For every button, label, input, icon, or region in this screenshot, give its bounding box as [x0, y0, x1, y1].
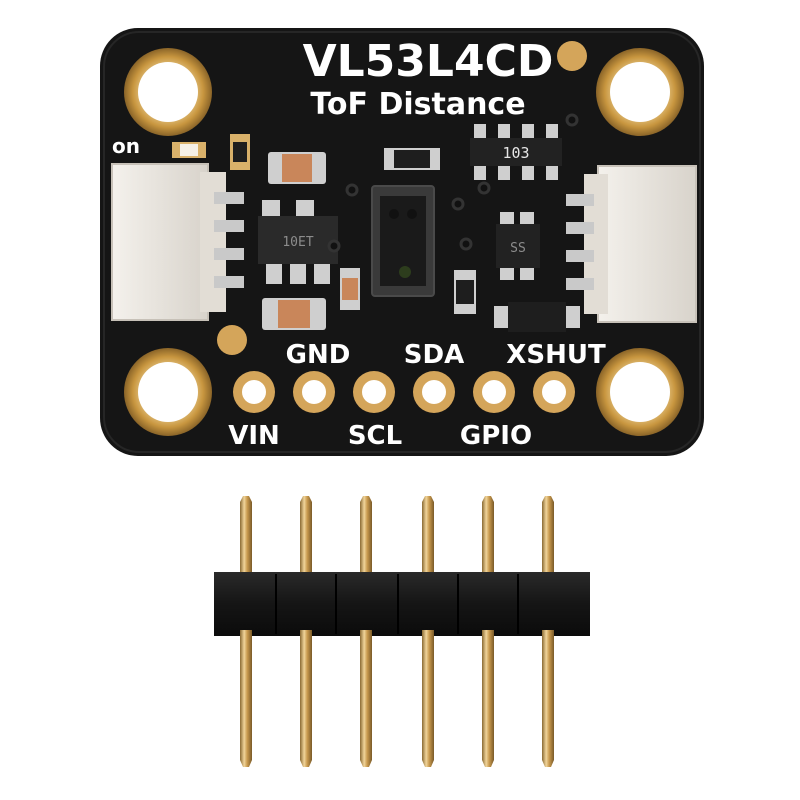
header-pin-top — [240, 496, 252, 580]
resistor — [454, 270, 476, 314]
resistor-array: 103 — [470, 124, 562, 180]
regulator-marking: 10ET — [282, 235, 313, 250]
stemma-qt-connector-right — [566, 165, 697, 323]
fiducial-pad — [557, 41, 587, 71]
header-pin-top — [422, 496, 434, 580]
level-shifter-chip: SS — [496, 212, 540, 280]
header-plastic-body — [214, 572, 590, 636]
mounting-hole-top-right — [596, 48, 684, 136]
header-pin-bottom — [300, 630, 312, 767]
resistor — [384, 148, 440, 170]
header-pin-bottom — [482, 630, 494, 767]
resistor-array-marking: 103 — [502, 144, 529, 162]
capacitor — [268, 152, 326, 184]
pin-pad-hole — [542, 380, 566, 404]
pin-pad-hole — [422, 380, 446, 404]
header-pin-bottom — [240, 630, 252, 767]
transistor-marking: SS — [510, 241, 526, 256]
header-pin-top — [542, 496, 554, 580]
pin-header — [214, 496, 590, 767]
board-title: VL53L4CD — [303, 36, 554, 87]
pin-pad-hole — [362, 380, 386, 404]
fiducial-pad — [217, 325, 247, 355]
mounting-hole-bottom-right — [596, 348, 684, 436]
mounting-hole-top-left — [124, 48, 212, 136]
stemma-qt-connector-left — [111, 163, 244, 321]
capacitor — [340, 268, 360, 310]
pin-label-vin: VIN — [228, 421, 280, 451]
header-pin-top — [360, 496, 372, 580]
pin-label-scl: SCL — [348, 421, 402, 451]
header-pin-bottom — [542, 630, 554, 767]
board-subtitle: ToF Distance — [310, 87, 525, 122]
power-led-label: on — [112, 134, 140, 158]
header-pin-top — [482, 496, 494, 580]
header-pin-top — [300, 496, 312, 580]
pin-pad-hole — [242, 380, 266, 404]
header-pin-bottom — [422, 630, 434, 767]
resistor — [230, 134, 250, 170]
capacitor — [262, 298, 326, 330]
pin-label-gnd: GND — [286, 340, 351, 370]
header-pads — [233, 371, 575, 413]
header-pin-bottom — [360, 630, 372, 767]
voltage-regulator: 10ET — [258, 200, 338, 284]
pin-label-sda: SDA — [404, 340, 464, 370]
vias — [327, 113, 579, 253]
mounting-hole-bottom-left — [124, 348, 212, 436]
breakout-board: VL53L4CD ToF Distance on — [100, 28, 704, 456]
diode — [494, 302, 580, 332]
power-led — [172, 142, 206, 158]
pin-pad-hole — [302, 380, 326, 404]
pin-pad-hole — [482, 380, 506, 404]
pin-label-xshut: XSHUT — [506, 340, 606, 370]
pin-label-gpio: GPIO — [460, 421, 532, 451]
tof-sensor-chip — [371, 185, 435, 297]
